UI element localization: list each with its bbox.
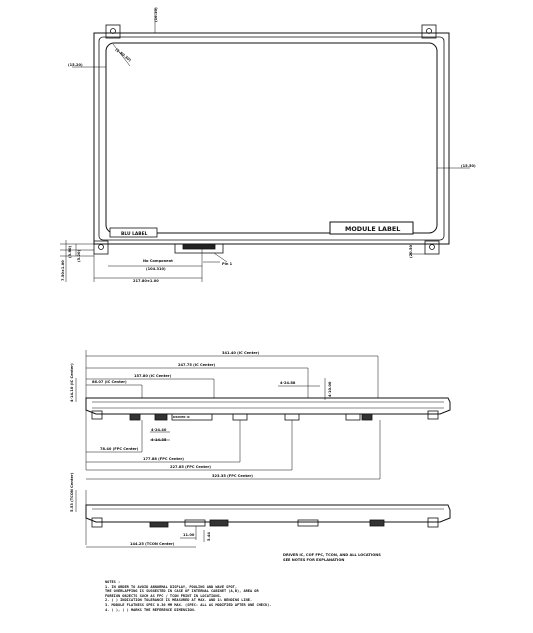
front-view xyxy=(60,8,470,282)
label-right-mid: (15.50) xyxy=(461,164,476,168)
notes-line: 2. ( ) INDICATION TOLERANCE IS MEASURED … xyxy=(105,598,253,603)
notes-line: FOREIGN OBJECTS SUCH AS FPC / TCON PRINT… xyxy=(105,593,222,598)
panel-outline xyxy=(93,32,450,245)
dim-left-vertical: 4-14.10 (IC Center) xyxy=(70,363,74,402)
dim-624: 4-24.88 xyxy=(280,381,296,385)
dim-total: 341.40 (IC Center) xyxy=(222,351,260,355)
label-top: (16.10) xyxy=(154,7,158,22)
module-bottom-profile xyxy=(85,504,451,523)
notes-line: 1. IN ORDER TO AVOID ABNORMAL DISPLAY, P… xyxy=(105,584,237,589)
connector xyxy=(182,243,216,250)
dim-157: 157.80 (IC Center) xyxy=(134,374,172,378)
right-dim: (20.50) xyxy=(409,243,413,258)
dim-7840: 78.40 (FPC Center) xyxy=(100,447,139,451)
notes-title: NOTES : xyxy=(105,580,121,584)
dim-11: 11.00 xyxy=(183,533,195,537)
notes-block: NOTES : 1. IN ORDER TO AVOID ABNORMAL DI… xyxy=(105,580,435,612)
dim-32335: 323.35 (FPC Center) xyxy=(212,474,253,478)
dim-bottom-vertical: 5.53 (TCON Center) xyxy=(70,472,74,512)
dim-right-vertical: 4-10.00 xyxy=(328,381,332,397)
mount-tab-bottom-left xyxy=(93,240,109,255)
mount-hole xyxy=(429,244,435,250)
mid-view xyxy=(75,350,451,480)
blu-label-box xyxy=(109,227,158,238)
bottom-note-2: SEE NOTES FOR EXPLANATION xyxy=(283,558,344,562)
bottom-view xyxy=(75,490,451,548)
notes-line: 4. ( ), ( ) MARKS THE REFERENCE DIMENSIO… xyxy=(105,607,196,612)
left-dim-1: 7.50±1.00 xyxy=(61,260,65,281)
active-area xyxy=(105,42,438,234)
driver-ic-label: DRIVER IC xyxy=(173,415,191,419)
dim-544: 5.44 xyxy=(207,532,211,541)
mount-tab-top-left xyxy=(105,24,121,39)
left-dim-3: (5.20) xyxy=(77,249,81,262)
mount-tab-bottom-right xyxy=(424,240,440,255)
notes-line: THE OVERLAPPING IS SUGGESTED IN CASE OF … xyxy=(105,589,259,594)
dim-104: (104.310) xyxy=(146,267,166,271)
dim-247: 247.75 (IC Center) xyxy=(178,363,216,367)
label-left-mid: (15.20) xyxy=(68,63,83,67)
pin1-text: Pin 1 xyxy=(222,262,233,266)
dim-1435: 4-14.35 xyxy=(151,438,167,442)
module-label-box xyxy=(329,221,414,235)
no-component-text: No Component xyxy=(143,259,173,263)
label-corner-radius: (2-R0.30) xyxy=(114,48,132,63)
dim-17788: 177.88 (FPC Center) xyxy=(143,457,184,461)
dim-217: 217.80±1.00 xyxy=(133,279,159,283)
dim-86: 86.07 (IC Center) xyxy=(92,380,127,384)
dim-22785: 227.85 (FPC Center) xyxy=(170,465,211,469)
left-dim-2: (3.80) xyxy=(68,245,72,258)
bottom-note-1: DRIVER IC, COF FPC, TCON, AND ALL LOCATI… xyxy=(283,553,381,557)
module-label-text: MODULE LABEL xyxy=(345,225,400,233)
dim-2440: 4-24.40 xyxy=(151,428,167,432)
blu-label-text: BLU LABEL xyxy=(121,231,148,237)
mount-hole xyxy=(98,244,104,250)
dim-144: 144.25 (TCON Center) xyxy=(130,542,175,546)
panel-bezel xyxy=(98,36,445,241)
module-side-profile xyxy=(85,397,451,415)
mount-tab-top-right xyxy=(421,24,437,39)
notes-line: 3. MODULE FLATNESS SPEC 0.30 MM MAX. (SP… xyxy=(105,602,272,607)
